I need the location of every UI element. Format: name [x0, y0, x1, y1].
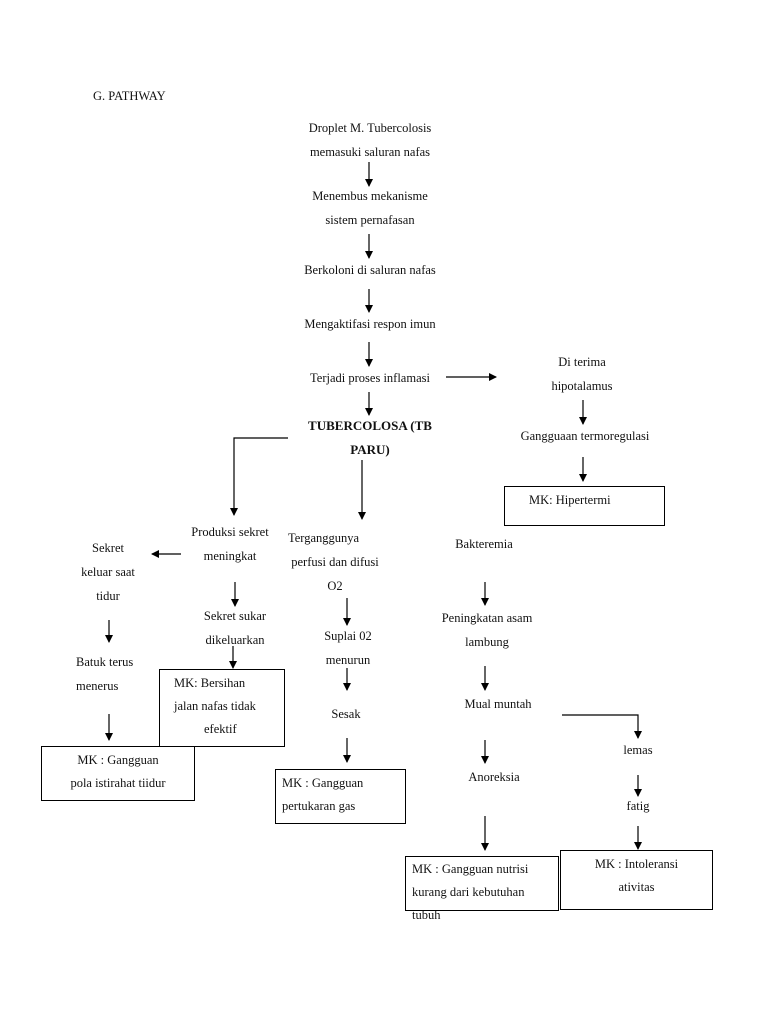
mk-istirahat-line-1: MK : Gangguan [77, 753, 159, 767]
page-heading: G. PATHWAY [93, 89, 166, 103]
node-droplet: Droplet M. Tubercolosis memasuki saluran… [270, 116, 470, 164]
mk-hipertermi-box: MK: Hipertermi [504, 486, 665, 526]
mk-gas-line-1: MK : Gangguan [282, 776, 364, 790]
mk-nutrisi-line-1: MK : Gangguan nutrisi [412, 862, 529, 876]
mk-gas-label: MK : Gangguan pertukaran gas [276, 770, 405, 820]
node-droplet-line-1: Droplet M. Tubercolosis [308, 121, 432, 135]
mk-nutrisi-line-3: tubuh [412, 908, 441, 922]
mk-gas-line-2: pertukaran gas [282, 799, 356, 813]
node-perfusi-line-3: O2 [327, 579, 343, 593]
node-asam-line-1: Peningkatan asam [441, 611, 533, 625]
mk-gas-box: MK : Gangguan pertukaran gas [275, 769, 406, 824]
node-mual-muntah: Mual muntah [464, 697, 532, 711]
node-termoregulasi: Gangguaan termoregulasi [520, 429, 650, 443]
node-hipotalamus-line-2: hipotalamus [551, 379, 613, 393]
node-droplet-line-2: memasuki saluran nafas [309, 145, 431, 159]
node-perfusi: Terganggunya perfusi dan difusi O2 [276, 526, 394, 598]
node-tb-paru-line-2: PARU) [350, 442, 390, 457]
mk-nutrisi-label: MK : Gangguan nutrisi kurang dari kebutu… [406, 857, 558, 929]
mk-intoleransi-line-2: ativitas [618, 880, 655, 894]
node-perfusi-line-1: Terganggunya [288, 531, 360, 545]
node-lemas: lemas [623, 743, 653, 757]
node-produksi-sekret: Produksi sekret meningkat [172, 520, 288, 568]
mk-bersihan-line-2: jalan nafas tidak [174, 699, 256, 713]
node-sekret-sukar-line-1: Sekret sukar [203, 609, 267, 623]
mk-nutrisi-box: MK : Gangguan nutrisi kurang dari kebutu… [405, 856, 559, 922]
mk-bersihan-line-3: efektif [204, 722, 237, 736]
node-menembus-line-2: sistem pernafasan [325, 213, 415, 227]
node-asam: Peningkatan asam lambung [420, 606, 554, 654]
node-asam-line-2: lambung [465, 635, 509, 649]
mk-hipertermi-label: MK: Hipertermi [529, 493, 611, 507]
mk-bersihan-label: MK: Bersihan jalan nafas tidak efektif [160, 670, 284, 743]
node-suplai-line-2: menurun [325, 653, 371, 667]
node-hipotalamus: Di terima hipotalamus [512, 350, 652, 398]
node-produksi-line-2: meningkat [203, 549, 257, 563]
node-bakteremia: Bakteremia [455, 537, 513, 551]
node-sekret-sukar-line-2: dikeluarkan [205, 633, 265, 647]
node-suplai-line-1: Suplai 02 [324, 629, 372, 643]
mk-istirahat-box: MK : Gangguan pola istirahat tiidur [41, 746, 195, 801]
node-sekret-sukar: Sekret sukar dikeluarkan [180, 604, 290, 652]
node-anoreksia: Anoreksia [468, 770, 520, 784]
node-batuk: Batuk terus menerus [76, 650, 133, 698]
node-batuk-line-1: Batuk terus [76, 655, 134, 669]
node-sekret-keluar: Sekret keluar saat tidur [60, 536, 156, 608]
node-sesak: Sesak [331, 707, 361, 721]
mk-nutrisi-line-2: kurang dari kebutuhan [412, 885, 525, 899]
node-tb-paru-line-1: TUBERCOLOSA (TB [308, 418, 432, 433]
mk-intoleransi-label: MK : Intoleransi ativitas [561, 851, 712, 901]
node-produksi-line-1: Produksi sekret [191, 525, 269, 539]
node-tb-paru: TUBERCOLOSA (TB PARU) [284, 414, 456, 462]
mk-intoleransi-box: MK : Intoleransi ativitas [560, 850, 713, 910]
node-hipotalamus-line-1: Di terima [558, 355, 606, 369]
arrow-tb-produksi [230, 437, 288, 516]
node-batuk-line-2: menerus [76, 679, 119, 693]
node-mengaktifasi: Mengaktifasi respon imun [304, 317, 436, 331]
node-inflamasi: Terjadi proses inflamasi [310, 371, 430, 385]
mk-bersihan-box: MK: Bersihan jalan nafas tidak efektif [159, 669, 285, 747]
mk-intoleransi-line-1: MK : Intoleransi [594, 857, 679, 871]
node-menembus-line-1: Menembus mekanisme [312, 189, 428, 203]
arrow-mual-lemas [562, 714, 642, 739]
node-sekret-keluar-line-3: tidur [96, 589, 120, 603]
mk-bersihan-line-1: MK: Bersihan [174, 676, 246, 690]
node-perfusi-line-2: perfusi dan difusi [291, 555, 379, 569]
node-sekret-keluar-line-1: Sekret [92, 541, 124, 555]
node-menembus: Menembus mekanisme sistem pernafasan [270, 184, 470, 232]
node-fatig: fatig [626, 799, 650, 813]
node-sekret-keluar-line-2: keluar saat [81, 565, 135, 579]
mk-istirahat-label: MK : Gangguan pola istirahat tiidur [42, 747, 194, 797]
mk-istirahat-line-2: pola istirahat tiidur [70, 776, 166, 790]
node-suplai: Suplai 02 menurun [300, 624, 396, 672]
node-berkoloni: Berkoloni di saluran nafas [304, 263, 436, 277]
